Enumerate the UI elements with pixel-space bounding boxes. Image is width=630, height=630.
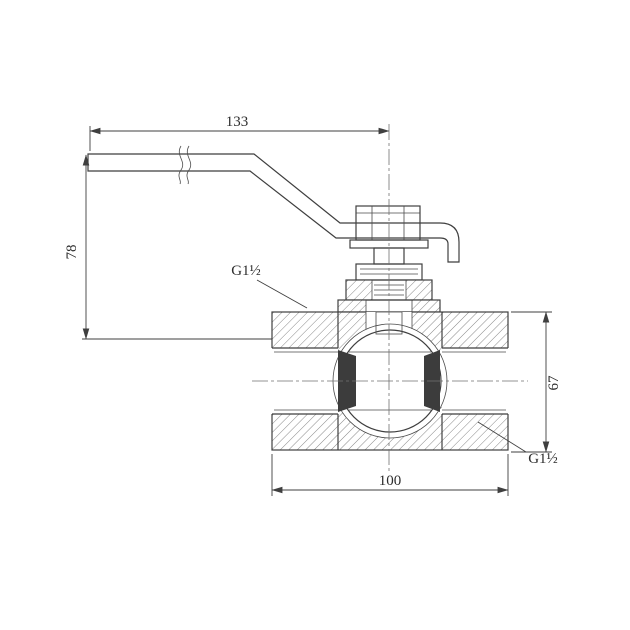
thread-label-top: G1½ bbox=[231, 263, 261, 279]
dim-body-height-label: 67 bbox=[546, 375, 562, 391]
port-left bbox=[272, 312, 339, 450]
dimension-78: 78 bbox=[64, 154, 272, 340]
thread-callout-top: G1½ bbox=[231, 263, 308, 309]
port-right bbox=[441, 312, 508, 450]
thread-callout-bottom: G1½ bbox=[477, 421, 558, 467]
dimension-100: 100 bbox=[271, 454, 509, 496]
thread-label-bottom: G1½ bbox=[528, 451, 558, 467]
dim-body-length-label: 100 bbox=[379, 473, 402, 489]
break-symbol-icon bbox=[178, 145, 192, 185]
dimension-133: 133 bbox=[89, 114, 390, 151]
lever-handle bbox=[87, 145, 460, 263]
centerlines bbox=[252, 124, 528, 472]
dimension-67: 67 bbox=[511, 311, 562, 453]
lever-handle-outline bbox=[87, 153, 460, 263]
dim-handle-height-label: 78 bbox=[64, 245, 80, 260]
dim-handle-length-label: 133 bbox=[226, 114, 249, 130]
